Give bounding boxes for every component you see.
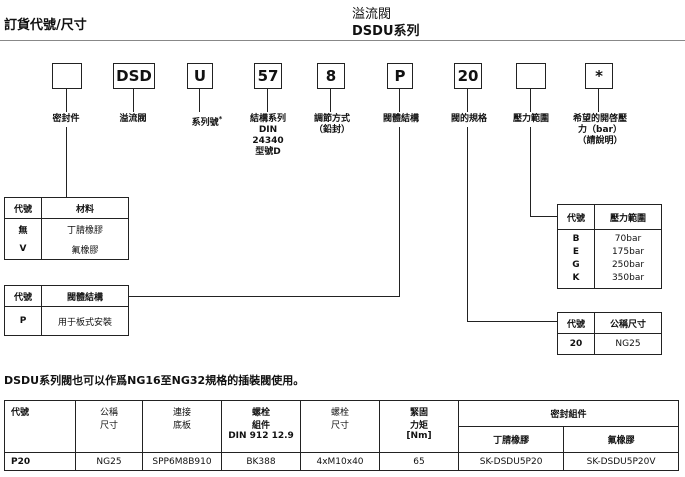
col-nominal: 公稱尺寸 — [75, 400, 143, 453]
pressure-header-code: 代號 — [557, 204, 595, 230]
code-box-series: U — [187, 63, 213, 89]
leader-pressure-h — [530, 216, 557, 217]
structure-code: P — [4, 306, 42, 336]
code-box-size: 20 — [454, 63, 482, 89]
label-seal: 密封件 — [52, 114, 80, 124]
connector-valve-structure — [399, 89, 400, 112]
leader-size-h — [467, 321, 557, 322]
pressure-header-range: 壓力範圍 — [594, 204, 662, 230]
seal-material: 丁腈橡膠 — [41, 218, 129, 239]
code-box-seal — [52, 63, 82, 89]
label-series: 系列號* — [191, 115, 223, 128]
code-box-dsd: DSD — [113, 63, 155, 89]
series-title: DSDU系列 — [352, 24, 420, 39]
col-fkm: 氟橡膠 — [563, 426, 679, 453]
size-header-nominal: 公稱尺寸 — [594, 312, 662, 334]
code-box-pressure — [516, 63, 546, 89]
col-bolt-size: 螺栓尺寸 — [300, 400, 380, 453]
connector-seal — [66, 89, 67, 112]
seal-header-material: 材料 — [41, 197, 129, 219]
size-code: 20 — [557, 333, 595, 355]
cell-subplate: SPP6M8B910 — [142, 452, 222, 471]
connector-structure — [267, 89, 268, 112]
leader-seal — [66, 127, 67, 197]
connector-pressure — [530, 89, 531, 112]
label-desired: 希望的開啓壓 力（bar） （請說明） — [572, 114, 627, 146]
connector-relief — [133, 89, 134, 112]
col-seal-kit: 密封組件 — [458, 400, 679, 427]
insert-valve-note: DSDU系列閥也可以作爲NG16至NG32規格的插裝閥使用。 — [4, 374, 305, 387]
code-box-adjust: 8 — [317, 63, 345, 89]
label-adjust: 調節方式 （鉛封） — [313, 114, 350, 135]
cell-seal-nbr: SK-DSDU5P20 — [457, 452, 565, 471]
code-box-valve-structure: P — [387, 63, 413, 89]
cell-bolt-kit: BK388 — [221, 452, 301, 471]
header-divider — [0, 40, 685, 41]
structure-desc: 用于板式安裝 — [41, 306, 129, 336]
code-box-desired: * — [585, 63, 613, 89]
leader-valve-structure-h — [128, 296, 400, 297]
cell-bolt-size: 4xM10x40 — [300, 452, 380, 471]
leader-valve-structure — [399, 127, 400, 296]
structure-header-name: 閥體結構 — [41, 285, 129, 307]
cell-nominal: NG25 — [75, 452, 143, 471]
seal-code: 無 — [4, 218, 42, 239]
label-pressure: 壓力範圍 — [512, 114, 549, 124]
label-valve-structure: 閥體結構 — [382, 114, 419, 124]
col-torque: 緊固力矩[Nm] — [379, 400, 459, 453]
connector-desired — [598, 89, 599, 112]
relief-valve-title: 溢流閥 — [352, 7, 392, 22]
cell-seal-fkm: SK-DSDU5P20V — [563, 452, 679, 471]
cell-code: P20 — [4, 452, 76, 471]
order-code-title: 訂貨代號/尺寸 — [4, 18, 87, 33]
seal-material: 氟橡膠 — [41, 239, 129, 260]
connector-adjust — [330, 89, 331, 112]
size-header-code: 代號 — [557, 312, 595, 334]
label-structure: 結構系列 DIN 24340 型號D — [249, 114, 286, 157]
connector-size — [467, 89, 468, 112]
structure-header-code: 代號 — [4, 285, 42, 307]
code-box-structure: 57 — [254, 63, 282, 89]
label-size: 閥的規格 — [450, 114, 487, 124]
seal-header-code: 代號 — [4, 197, 42, 219]
size-value: NG25 — [594, 333, 662, 355]
connector-series — [199, 89, 200, 112]
leader-size — [467, 127, 468, 321]
leader-pressure — [530, 127, 531, 216]
col-code: 代號 — [4, 400, 76, 453]
col-nbr: 丁腈橡膠 — [457, 426, 565, 453]
seal-code: V — [4, 239, 42, 260]
label-relief: 溢流閥 — [119, 114, 147, 124]
cell-torque: 65 — [379, 452, 459, 471]
col-subplate: 連接底板 — [142, 400, 222, 453]
